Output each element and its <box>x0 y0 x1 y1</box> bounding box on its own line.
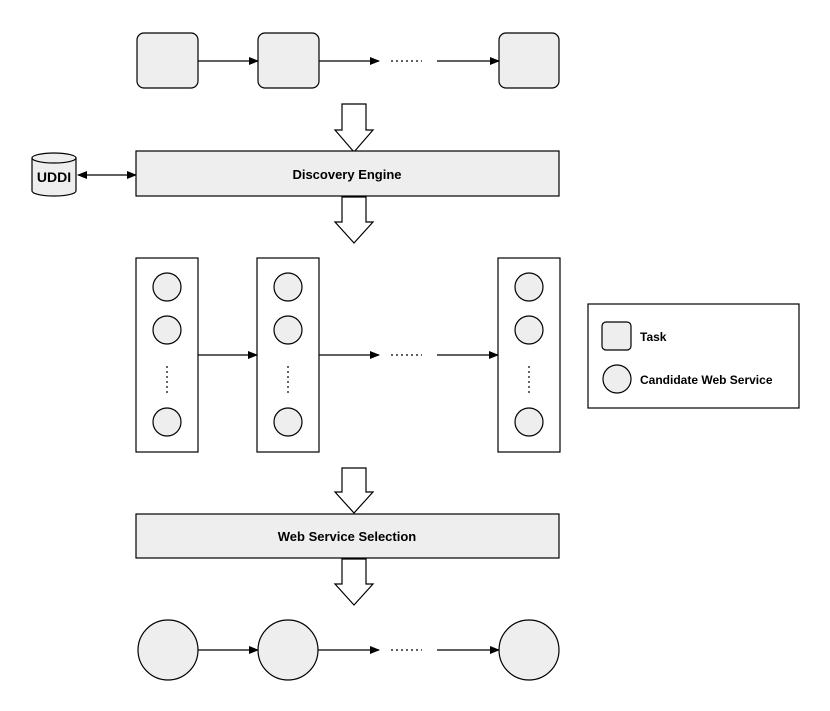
task-row <box>136 32 560 89</box>
candidate-service <box>152 315 182 345</box>
candidate-service <box>514 407 544 437</box>
down-block-arrow-3 <box>333 467 375 514</box>
selected-service-1 <box>137 619 199 681</box>
candidate-service <box>152 407 182 437</box>
candidate-columns <box>135 257 561 453</box>
selected-service-2 <box>257 619 319 681</box>
down-block-arrow-1 <box>333 103 375 153</box>
discovery-engine-box <box>135 150 560 197</box>
candidate-service <box>514 272 544 302</box>
uddi-label: UDDI <box>37 169 71 185</box>
candidate-service <box>273 407 303 437</box>
web-service-selection-box <box>135 513 560 559</box>
candidate-service <box>273 315 303 345</box>
legend-candidate-icon <box>602 364 632 394</box>
task-node-1 <box>136 32 199 89</box>
legend-candidate-label: Candidate Web Service <box>640 373 773 387</box>
candidate-service <box>152 272 182 302</box>
selected-service-n <box>498 619 560 681</box>
task-node-n <box>498 32 560 89</box>
selected-service-row <box>137 619 560 681</box>
discovery-engine-label: Discovery Engine <box>292 167 401 182</box>
candidate-service <box>514 315 544 345</box>
task-node-2 <box>257 32 320 89</box>
web-service-selection-label: Web Service Selection <box>278 529 417 544</box>
legend-task-label: Task <box>640 330 667 344</box>
legend: Task Candidate Web Service <box>587 303 800 409</box>
down-block-arrow-4 <box>333 558 375 606</box>
uddi-database: UDDI <box>31 152 77 197</box>
candidate-service <box>273 272 303 302</box>
down-block-arrow-2 <box>333 196 375 244</box>
legend-task-icon <box>601 321 632 351</box>
